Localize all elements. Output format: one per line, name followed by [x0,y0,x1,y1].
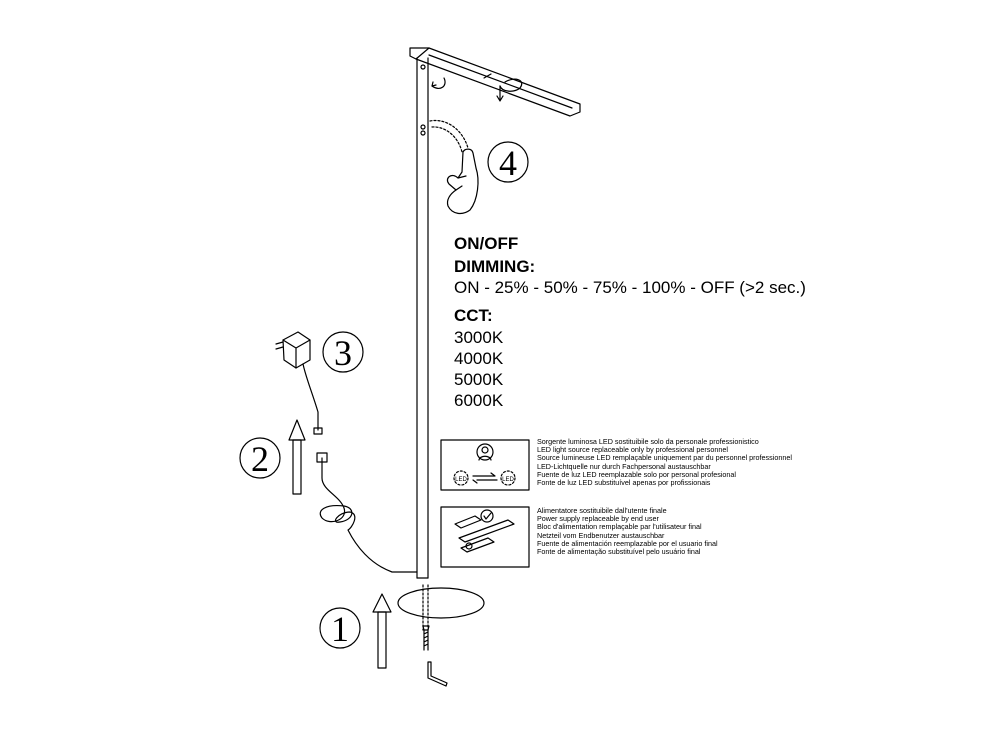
arrow-up-icon [288,419,306,495]
cct-value: 3000K [454,328,504,347]
cct-value: 5000K [454,370,504,389]
lamp-arm [409,47,581,117]
info-box-2 [440,506,530,568]
arrow-up-icon [372,593,392,669]
step-circle [319,607,361,649]
led-label: LED [455,477,467,483]
info-line: Fuente de alimentación reemplazable por … [537,538,718,548]
step-circle [239,437,281,479]
info-line: Source lumineuse LED remplaçable uniquem… [537,453,792,463]
lamp-base [397,584,485,631]
info-line: Bloc d'alimentation remplaçable par l'ut… [537,522,702,532]
info-line: Fonte de alimentação substituível pelo u… [537,547,701,557]
info-text-1: Sorgente luminosa LED sostituibile solo … [537,437,792,488]
touch-hand-icon [429,119,479,215]
step-circle [487,141,529,183]
info-line: Netzteil vom Endbenutzer austauschbar [537,530,665,540]
info-line: Fuente de luz LED reemplazable solo por … [537,469,736,479]
cct-value: 6000K [454,391,504,410]
info-line: LED-Lichtquelle nur durch Fachpersonal a… [537,461,711,471]
step-number-4: 4 [499,143,517,183]
power-cable [316,452,418,573]
step-number-3: 3 [334,333,352,373]
lamp-pole [416,57,429,579]
step-circle [322,331,364,373]
allen-key-icon [427,661,448,687]
info-text-2: Alimentatore sostituibile dall'utente fi… [537,506,718,557]
dimming-sequence: ON - 25% - 50% - 75% - 100% - OFF (>2 se… [454,278,806,297]
info-line: LED light source replaceable only by pro… [537,445,728,455]
info-line: Power supply replaceable by end user [537,514,659,524]
info-line: Sorgente luminosa LED sostituibile solo … [537,437,759,446]
step-number-2: 2 [251,439,269,479]
led-label: LED [502,477,514,483]
dimming-label: DIMMING: [454,257,536,276]
info-line: Alimentatore sostituibile dall'utente fi… [537,506,667,515]
cct-label: CCT: [454,306,493,325]
info-box-1 [440,439,530,491]
power-adapter-icon [275,331,323,435]
step-number-1: 1 [331,609,349,649]
info-line: Fonte de luz LED substituível apenas por… [537,478,711,488]
screw-icon [422,625,430,651]
cct-value: 4000K [454,349,504,368]
onoff-label: ON/OFF [454,234,519,253]
